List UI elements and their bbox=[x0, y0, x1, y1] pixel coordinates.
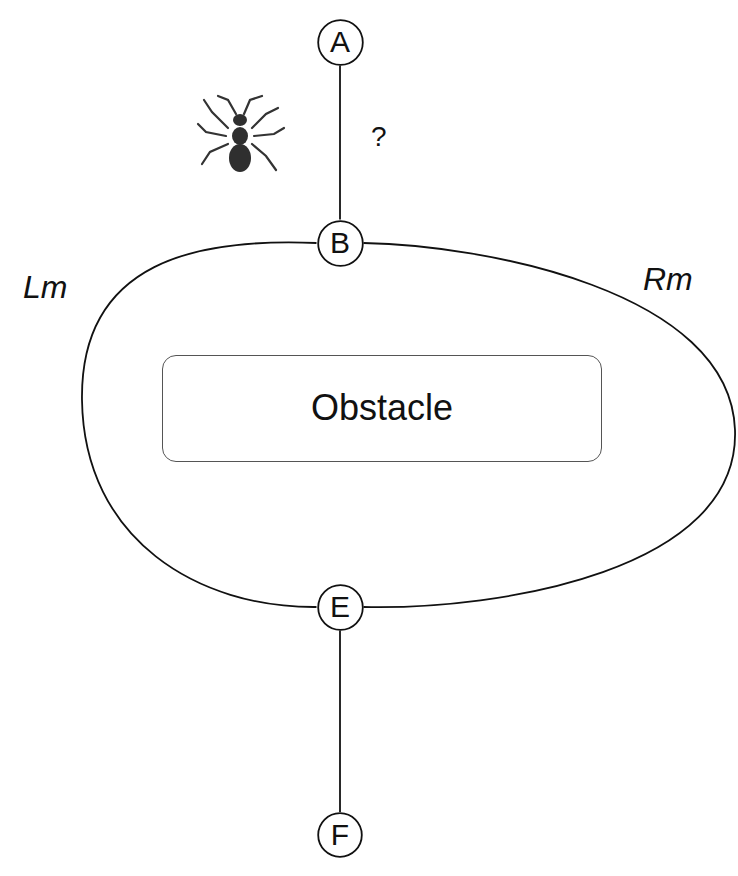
node-label: Obstacle bbox=[311, 390, 453, 426]
node-label: E bbox=[330, 592, 350, 622]
node-circle: E bbox=[317, 584, 364, 631]
node-circle: A bbox=[317, 19, 364, 66]
path-label: ? bbox=[368, 122, 390, 153]
path-label: Lm bbox=[20, 270, 70, 305]
node-label: F bbox=[331, 820, 349, 850]
node-circle: B bbox=[317, 220, 364, 267]
path-connector bbox=[339, 631, 341, 813]
obstacle-box: Obstacle bbox=[162, 355, 602, 462]
path-connector bbox=[339, 66, 341, 220]
node-label: A bbox=[330, 27, 350, 57]
node-label: B bbox=[330, 228, 350, 258]
node-circle: F bbox=[317, 812, 363, 858]
path-label: Rm bbox=[640, 262, 696, 297]
